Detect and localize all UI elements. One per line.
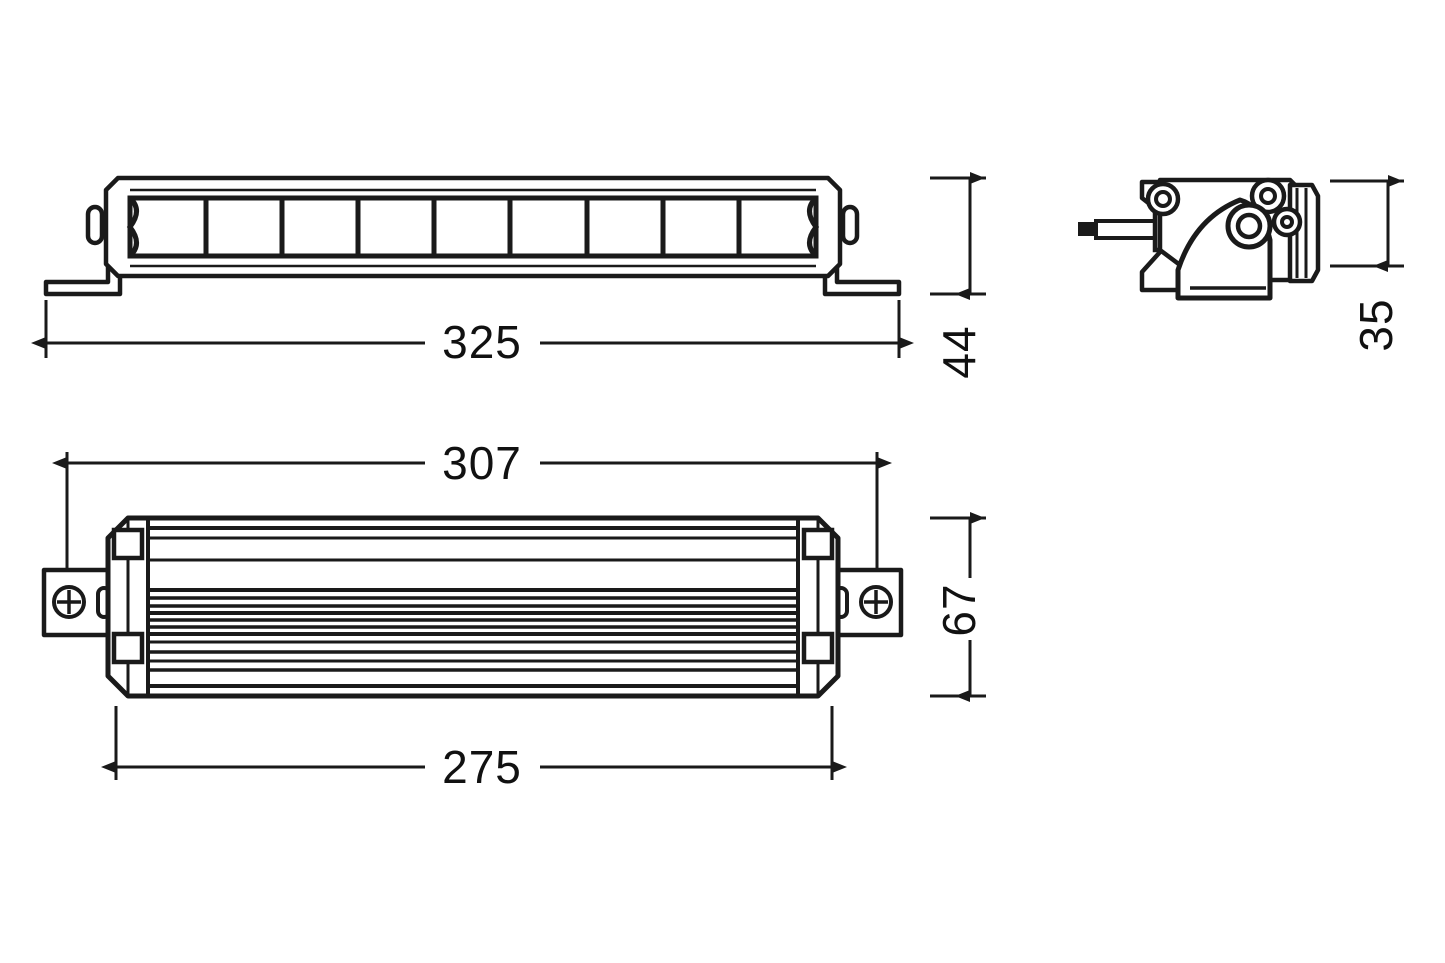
front-lens-frame [127,195,819,259]
top-view [41,515,904,699]
top-heatsink-fins [150,526,797,688]
dim-label-67: 67 [933,583,985,636]
side-view [1078,177,1321,301]
bracket-right-knob-icon [840,204,860,246]
side-lens-stack [1287,182,1321,284]
clamp-block-bottom-right [801,631,835,665]
front-lens-segments [203,198,742,256]
screw-left-icon [52,585,86,619]
side-bolt-small [1271,206,1303,238]
dim-label-325: 325 [442,316,522,368]
clamp-block-top-right [801,527,835,561]
lens-right-notch [807,196,820,258]
dimension-overall-height: 44 [930,172,986,379]
dimension-body-depth: 67 [930,512,986,702]
dimension-overall-width: 325 [31,300,914,368]
dimension-housing-length: 275 [101,706,847,793]
dim-label-44: 44 [933,325,985,378]
front-view [43,175,902,297]
dimension-body-overall-length: 307 [52,437,892,575]
side-bolt-upper-right [1249,177,1287,215]
clamp-block-bottom-left [111,631,145,665]
cable-tip [1078,222,1096,236]
dim-label-35: 35 [1350,298,1402,351]
dim-label-275: 275 [442,741,522,793]
clamp-block-top-left [111,527,145,561]
dimension-side-depth: 35 [1330,175,1404,352]
side-bolt-upper-left [1145,181,1181,217]
top-mount-plate-left [41,567,112,638]
top-mount-plate-right [833,567,904,638]
cable-body [1094,219,1157,240]
side-bolt-pivot [1225,202,1273,250]
dim-label-307: 307 [442,437,522,489]
bracket-left-knob-icon [85,204,105,246]
lens-left-notch [126,196,139,258]
screw-right-icon [859,585,893,619]
